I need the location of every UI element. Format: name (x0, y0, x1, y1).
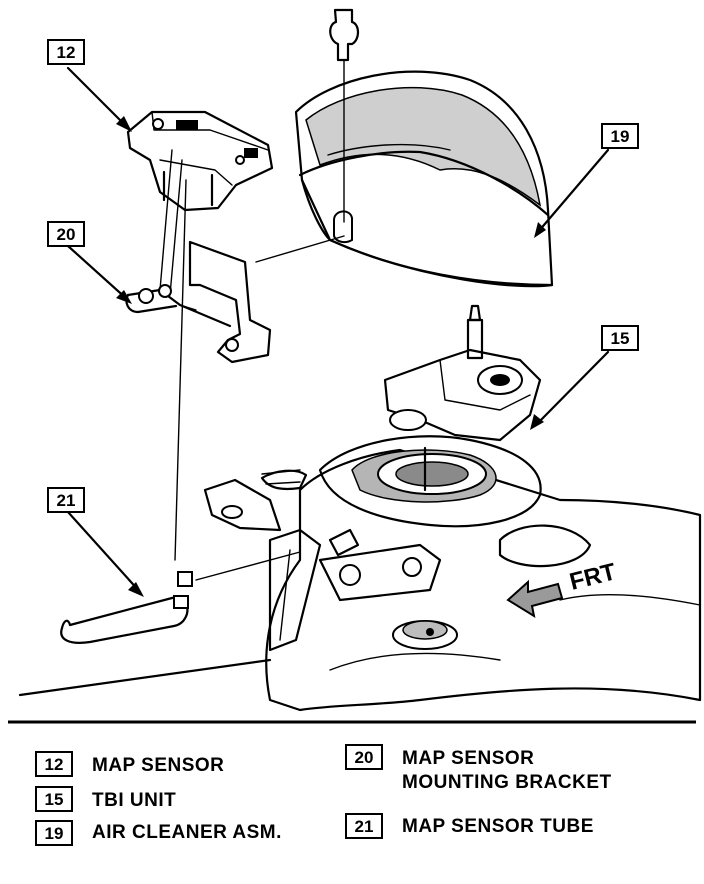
legend-label-12: MAP SENSOR (92, 755, 224, 776)
legend-item-21: 21 MAP SENSOR TUBE (345, 813, 594, 839)
assembly-guide-lines (159, 149, 345, 581)
legend-num-15: 15 (45, 790, 64, 809)
map-sensor (126, 110, 274, 212)
callout-12-number: 12 (57, 43, 76, 62)
callout-12: 12 (47, 39, 85, 65)
callout-21: 21 (47, 487, 85, 513)
callout-19-number: 19 (611, 127, 630, 146)
legend-num-20: 20 (355, 748, 374, 767)
legend-item-20: 20 MAP SENSOR MOUNTING BRACKET (345, 744, 612, 793)
callout-15: 15 (601, 325, 639, 351)
legend-item-12: 12 MAP SENSOR (35, 751, 224, 777)
legend-label-21: MAP SENSOR TUBE (402, 816, 594, 837)
legend-num-12: 12 (45, 755, 64, 774)
map-sensor-tube (60, 571, 193, 644)
callout-19: 19 (601, 123, 639, 149)
tbi-unit (18, 304, 702, 712)
legend-num-21: 21 (355, 817, 374, 836)
legend-num-19: 19 (45, 824, 64, 843)
front-direction-indicator: FRT (506, 558, 619, 619)
air-cleaner-assembly (294, 8, 554, 288)
legend-item-19: 19 AIR CLEANER ASM. (35, 820, 282, 846)
legend-label-20-line2: MOUNTING BRACKET (402, 772, 612, 793)
map-sensor-mounting-bracket (125, 240, 272, 364)
legend-label-19: AIR CLEANER ASM. (92, 822, 282, 843)
callout-20: 20 (47, 221, 85, 247)
callout-15-number: 15 (611, 329, 630, 348)
callout-leaders (66, 66, 610, 597)
legend-label-15: TBI UNIT (92, 790, 176, 811)
legend-item-15: 15 TBI UNIT (35, 786, 176, 812)
legend: 12 MAP SENSOR 15 TBI UNIT 19 AIR CLEANER… (35, 744, 612, 846)
callout-20-number: 20 (57, 225, 76, 244)
front-label: FRT (567, 558, 619, 596)
callout-21-number: 21 (57, 491, 76, 510)
legend-label-20-line1: MAP SENSOR (402, 748, 534, 769)
